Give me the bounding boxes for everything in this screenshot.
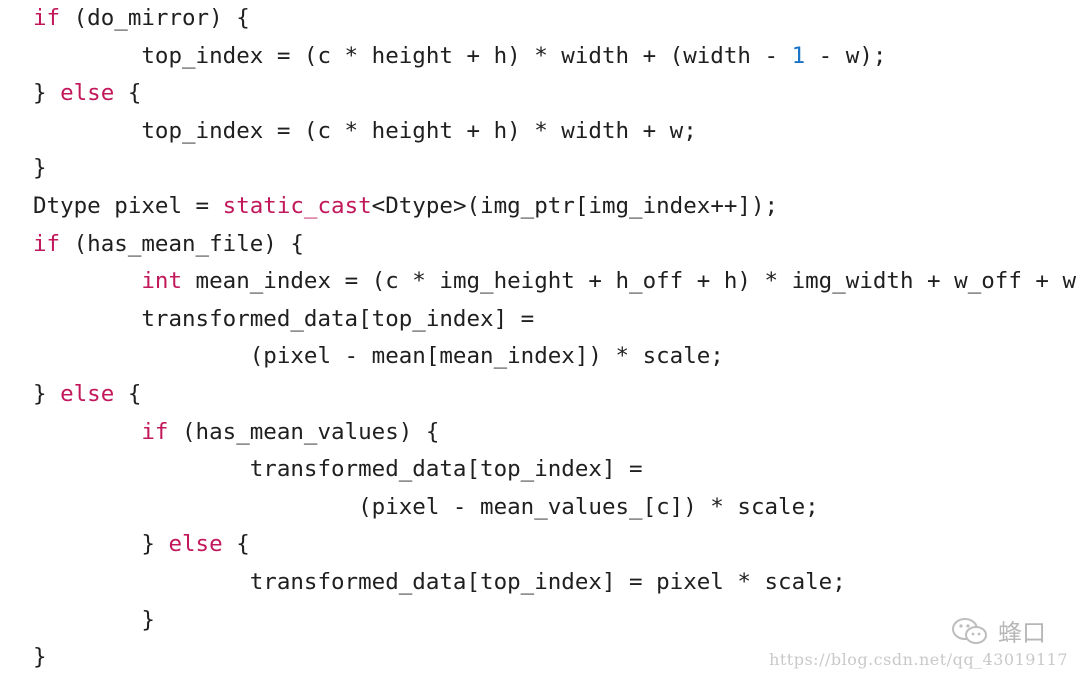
code-line: if (has_mean_values) { [33, 414, 1080, 452]
code-text: transformed_data[top_index] = [33, 305, 535, 332]
code-line: transformed_data[top_index] = [33, 451, 1080, 489]
code-text: top_index = (c * height + h) * width + (… [33, 42, 792, 69]
code-text: mean_index = (c * img_height + h_off + h… [182, 268, 1080, 295]
code-text: (pixel - mean[mean_index]) * scale; [33, 343, 724, 370]
watermark-url: https://blog.csdn.net/qq_43019117 [769, 650, 1068, 669]
code-text: transformed_data[top_index] = [33, 456, 643, 483]
code-line: Dtype pixel = static_cast<Dtype>(img_ptr… [33, 188, 1080, 226]
code-keyword: if [141, 418, 169, 445]
code-text: } [33, 155, 47, 182]
code-text: (pixel - mean_values_[c]) * scale; [33, 493, 819, 520]
code-line: } [33, 602, 1080, 640]
code-keyword: if [33, 5, 61, 31]
code-text: top_index = (c * height + h) * width + w… [33, 117, 697, 144]
code-text: (do_mirror) { [60, 5, 250, 31]
code-text: } [33, 380, 61, 407]
code-line: transformed_data[top_index] = [33, 301, 1080, 339]
code-keyword: else [60, 380, 115, 407]
code-text: transformed_data[top_index] = pixel * sc… [33, 568, 846, 595]
code-keyword: static_cast [222, 192, 372, 219]
watermark: 蜂口 https://blog.csdn.net/qq_43019117 [769, 613, 1068, 669]
code-text [33, 268, 141, 294]
code-text: { [114, 380, 142, 407]
wechat-icon [952, 617, 987, 644]
code-line: transformed_data[top_index] = pixel * sc… [33, 564, 1080, 602]
code-line: top_index = (c * height + h) * width + (… [33, 38, 1080, 76]
code-line: if (do_mirror) { [33, 0, 1080, 38]
code-line: } else { [33, 376, 1080, 414]
code-text: (has_mean_file) { [60, 230, 304, 257]
code-line: } [33, 150, 1080, 188]
code-line: } else { [33, 75, 1080, 113]
code-line: } [33, 639, 1080, 677]
code-text [33, 419, 141, 445]
code-text: <Dtype>(img_ptr[img_index++]); [371, 192, 779, 219]
code-line: top_index = (c * height + h) * width + w… [33, 113, 1080, 151]
code-keyword: else [60, 80, 115, 107]
code-text: Dtype pixel = [33, 192, 223, 219]
code-keyword: if [33, 230, 61, 257]
code-number: 1 [791, 42, 806, 69]
watermark-brand: 蜂口 [769, 613, 1046, 648]
code-text: (has_mean_values) { [168, 418, 440, 445]
code-text: } [33, 80, 61, 107]
code-text: { [114, 80, 142, 107]
code-line: (pixel - mean[mean_index]) * scale; [33, 338, 1080, 376]
code-text: - w); [805, 42, 887, 69]
code-line: } else { [33, 526, 1080, 564]
code-text: } [33, 606, 155, 633]
code-line: (pixel - mean_values_[c]) * scale; [33, 489, 1080, 527]
watermark-name: 蜂口 [998, 619, 1046, 647]
code-keyword: int [141, 268, 183, 295]
code-text: { [222, 531, 250, 558]
code-text: } [33, 644, 47, 671]
code-line: if (has_mean_file) { [33, 226, 1080, 264]
code-text: } [33, 531, 169, 558]
code-keyword: else [168, 531, 223, 558]
code-block: if (do_mirror) { top_index = (c * height… [33, 0, 1080, 677]
code-line: int mean_index = (c * img_height + h_off… [33, 263, 1080, 301]
